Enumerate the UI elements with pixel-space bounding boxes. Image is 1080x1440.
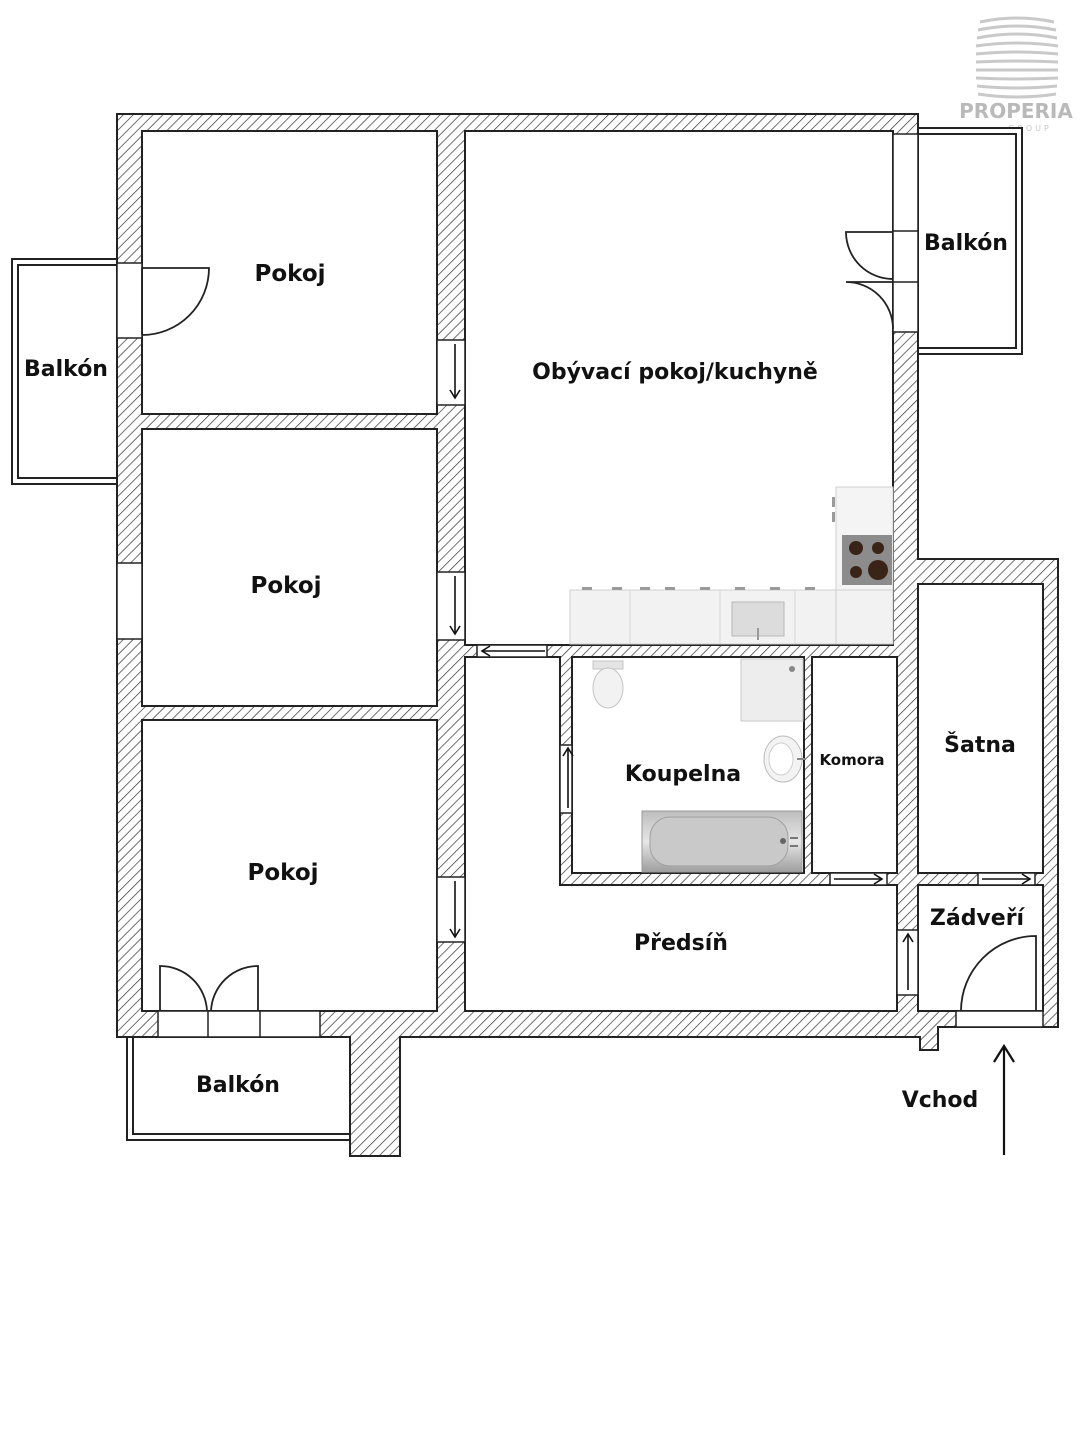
logo-stripes-icon bbox=[975, 16, 1059, 99]
label-balkon-left: Balkón bbox=[24, 357, 108, 382]
entrance-arrow-icon bbox=[993, 1043, 1015, 1155]
label-obyvaci-pokoj: Obývací pokoj/kuchyně bbox=[532, 360, 818, 385]
room-satna bbox=[917, 583, 1044, 874]
balcony-right bbox=[917, 127, 1023, 355]
label-komora: Komora bbox=[819, 751, 884, 769]
door-swings bbox=[141, 231, 1037, 1012]
label-koupelna: Koupelna bbox=[625, 762, 741, 787]
washbasin-icon bbox=[763, 735, 806, 783]
logo-sub: GROUP bbox=[1008, 124, 1052, 133]
label-zadveri: Zádveří bbox=[930, 906, 1026, 931]
logo-brand: PROPERIA bbox=[959, 99, 1073, 123]
bathroom-fixtures bbox=[592, 658, 806, 873]
sink-icon bbox=[731, 601, 785, 640]
room-zadveri bbox=[917, 884, 1044, 1012]
properia-logo: PROPERIA GROUP bbox=[959, 16, 1073, 133]
shower-icon bbox=[740, 658, 804, 722]
room-obyvaci bbox=[464, 130, 894, 646]
room-predsin bbox=[464, 656, 898, 1012]
room-pokoj-1 bbox=[141, 130, 438, 415]
bathtub-icon bbox=[641, 810, 803, 873]
label-predsin: Předsíň bbox=[634, 931, 728, 956]
room-pokoj-3 bbox=[141, 719, 438, 1012]
balcony-left bbox=[11, 258, 118, 485]
openings bbox=[116, 133, 1044, 1038]
label-vchod: Vchod bbox=[902, 1088, 979, 1113]
label-pokoj-3: Pokoj bbox=[247, 860, 318, 886]
balcony-bottom bbox=[126, 1035, 354, 1141]
label-pokoj-1: Pokoj bbox=[254, 261, 325, 287]
label-satna: Šatna bbox=[944, 732, 1016, 758]
kitchen-counter bbox=[569, 486, 894, 645]
toilet-icon bbox=[592, 660, 624, 709]
label-balkon-bottom: Balkón bbox=[196, 1073, 280, 1098]
label-pokoj-2: Pokoj bbox=[250, 573, 321, 599]
room-pokoj-2 bbox=[141, 428, 438, 707]
stove-icon bbox=[842, 535, 892, 585]
sliding-door-arrows bbox=[449, 344, 1032, 990]
room-komora bbox=[811, 656, 898, 874]
label-balkon-right: Balkón bbox=[924, 231, 1008, 256]
